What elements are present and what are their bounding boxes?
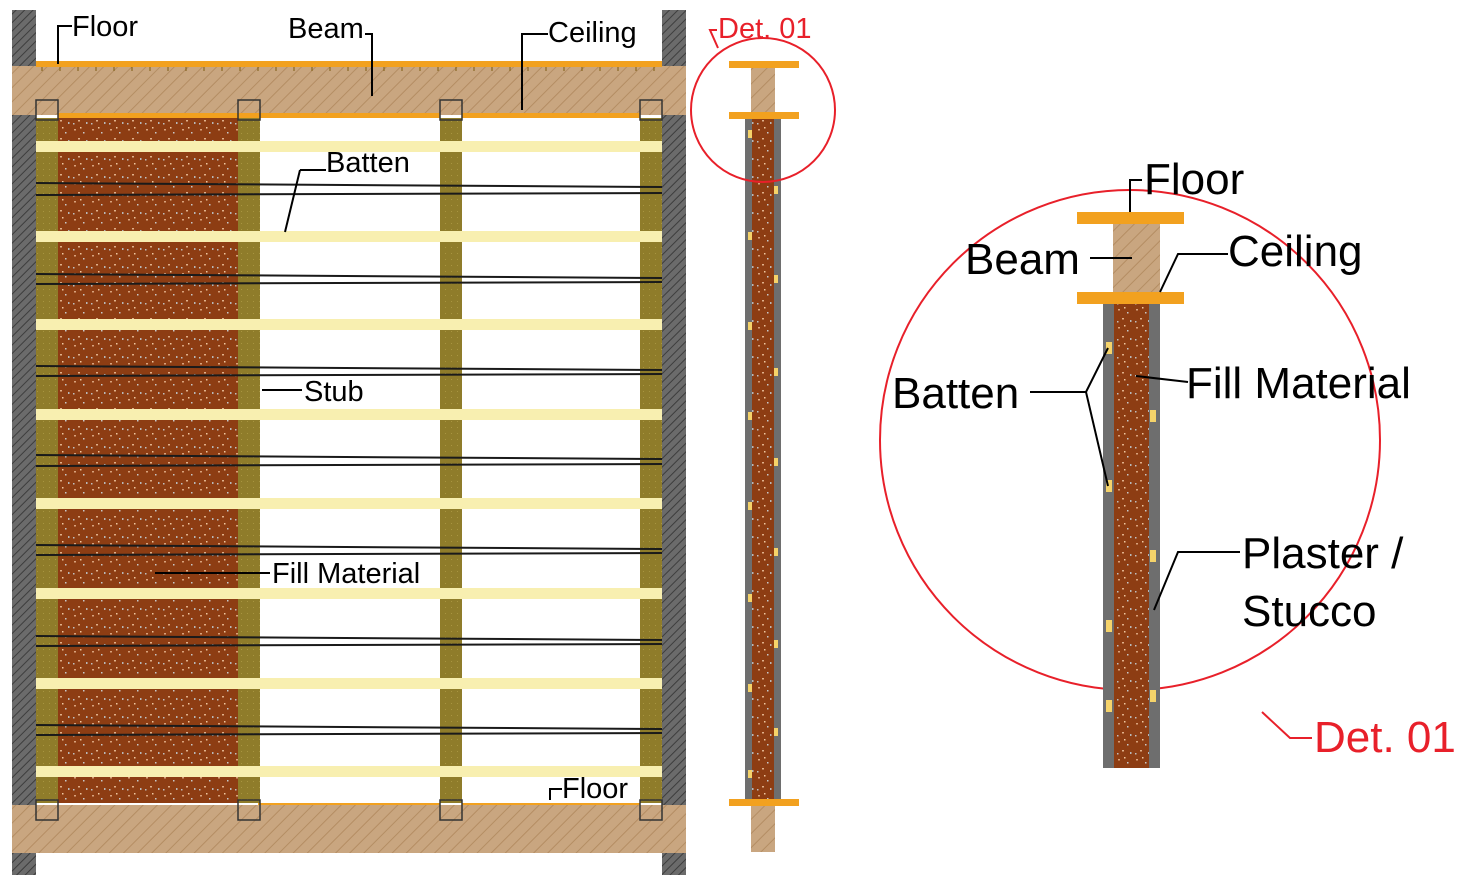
detail-batten [1106, 342, 1112, 354]
batten-strip [36, 678, 662, 689]
section-batten [748, 412, 752, 420]
wire-line [35, 552, 663, 556]
detail-fill-label: Fill Material [1186, 359, 1411, 408]
wire-line [35, 454, 663, 460]
section-detail-callout: Det. 01 [718, 13, 812, 45]
section-ceiling-board [729, 112, 799, 119]
board-strip [58, 113, 440, 119]
detail-floor-board [1077, 212, 1184, 224]
section-batten [748, 322, 752, 330]
wire-line [35, 182, 663, 188]
right-wall [662, 10, 686, 875]
detail-view: Floor Beam Ceiling Batten Fill Material … [879, 155, 1456, 768]
bottom-beam [12, 805, 686, 853]
wire-line [35, 373, 663, 377]
section-fill [752, 119, 774, 805]
detail-callout-label: Det. 01 [1314, 713, 1456, 762]
batten-strip [36, 588, 662, 599]
section-batten [774, 458, 778, 466]
elevation-batten-label: Batten [326, 147, 410, 179]
elevation-floor-top-label: Floor [72, 11, 138, 43]
section-batten [748, 684, 752, 692]
section-batten [748, 594, 752, 602]
detail-ceiling-board [1077, 292, 1184, 304]
wires [35, 182, 663, 736]
section-beam-top [751, 66, 775, 115]
detail-fill [1114, 304, 1149, 768]
detail-batten [1106, 480, 1112, 492]
batten-strip [36, 498, 662, 509]
detail-plaster-label-line2: Stucco [1242, 587, 1377, 636]
section-batten [774, 640, 778, 648]
batten-strip [36, 231, 662, 242]
board-strip [462, 113, 640, 119]
section-batten [774, 275, 778, 283]
left-wall [12, 10, 36, 875]
top-beam [12, 66, 686, 115]
stubs [36, 118, 662, 803]
section-batten [774, 728, 778, 736]
detail-beam [1113, 215, 1160, 295]
fill-material-panel [36, 118, 258, 803]
board-strip [36, 61, 662, 67]
detail-batten [1106, 700, 1112, 712]
detail-beam-label: Beam [965, 235, 1080, 284]
elevation-stub-label: Stub [304, 376, 364, 408]
stub-post [640, 118, 662, 803]
open-panel-1 [258, 118, 440, 803]
elevation-view: Floor Beam Ceiling Batten Stub Fill Mate… [12, 10, 686, 875]
stub-post [238, 118, 260, 803]
section-batten [774, 368, 778, 376]
detail-ceiling-label: Ceiling [1228, 227, 1363, 276]
wire-line [35, 463, 663, 467]
elevation-ceiling-label: Ceiling [548, 17, 637, 49]
wire-line [35, 273, 663, 279]
stub-post [36, 118, 58, 803]
battens [36, 141, 662, 777]
section-batten [748, 502, 752, 510]
post-caps [35, 99, 663, 821]
section-battens [748, 130, 778, 778]
detail-batten [1150, 690, 1156, 702]
batten-strip [36, 409, 662, 420]
elevation-floor-bottom-label: Floor [562, 773, 628, 805]
section-batten [774, 548, 778, 556]
detail-battens [1106, 342, 1156, 712]
batten-strip [36, 141, 662, 152]
open-panel-2 [462, 118, 640, 803]
section-view: Det. 01 [690, 13, 836, 852]
wire-line [35, 544, 663, 550]
wire-line [35, 724, 663, 730]
batten-strip [36, 319, 662, 330]
wire-line [35, 732, 663, 736]
wire-line [35, 635, 663, 641]
detail-batten-label: Batten [892, 369, 1019, 418]
elevation-beam-label: Beam [288, 13, 364, 45]
section-floor-board [729, 61, 799, 68]
detail-floor-label: Floor [1144, 155, 1244, 204]
detail-batten [1150, 550, 1156, 562]
detail-batten [1150, 410, 1156, 422]
batten-strip [36, 766, 662, 777]
wire-line [35, 365, 663, 371]
elevation-fill-label: Fill Material [272, 558, 420, 590]
stub-post [440, 118, 462, 803]
section-beam-bottom [751, 806, 775, 852]
wire-line [35, 281, 663, 285]
wire-line [35, 192, 663, 196]
detail-plaster-label-line1: Plaster / [1242, 529, 1404, 578]
section-batten [748, 130, 752, 138]
section-batten [774, 186, 778, 194]
section-floor-board-bottom [729, 799, 799, 806]
section-batten [748, 232, 752, 240]
detail-callout-circle [690, 37, 836, 183]
detail-batten [1106, 620, 1112, 632]
top-floor-boards [36, 61, 662, 71]
wire-line [35, 643, 663, 647]
section-batten [748, 770, 752, 778]
